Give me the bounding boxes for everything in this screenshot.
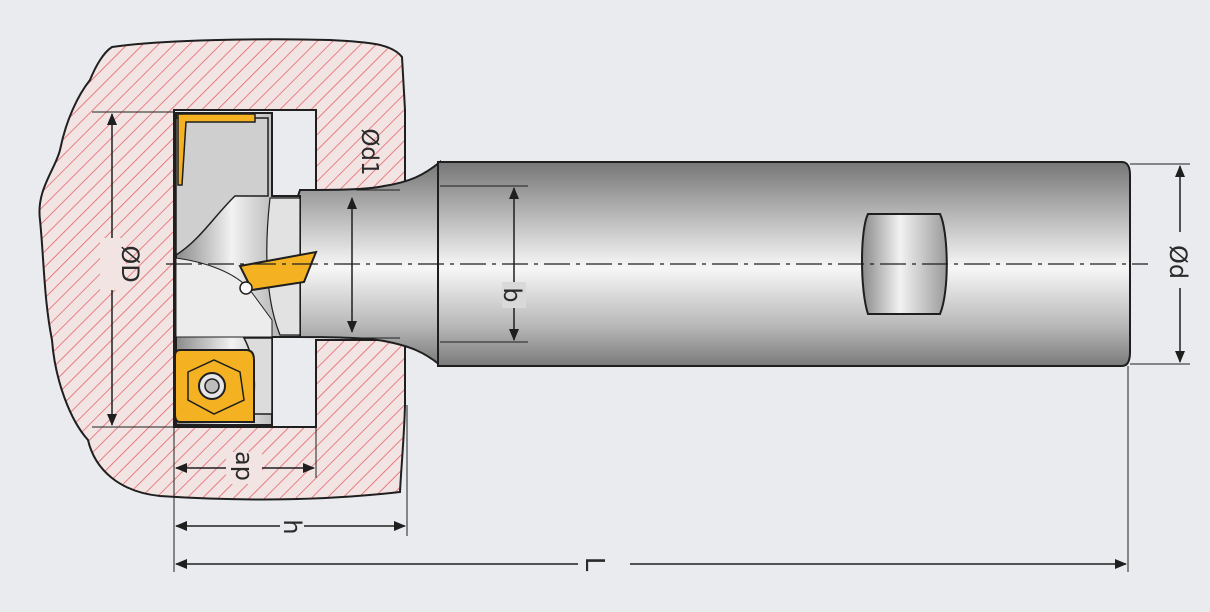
tool-shank bbox=[437, 161, 1131, 367]
extension-lines bbox=[92, 111, 1190, 572]
bore-diameter-label: ØD bbox=[116, 245, 144, 282]
workpiece-section bbox=[38, 38, 406, 501]
neck-diameter-label: Ød1 bbox=[356, 128, 382, 175]
neck-length-label: b bbox=[498, 287, 526, 302]
shank-diameter-label: Ød bbox=[1164, 245, 1192, 279]
top-insert bbox=[177, 113, 256, 186]
total-length-label: L bbox=[579, 557, 609, 572]
head-height-label: h bbox=[278, 519, 306, 534]
cut-depth-label: ap bbox=[230, 451, 258, 481]
